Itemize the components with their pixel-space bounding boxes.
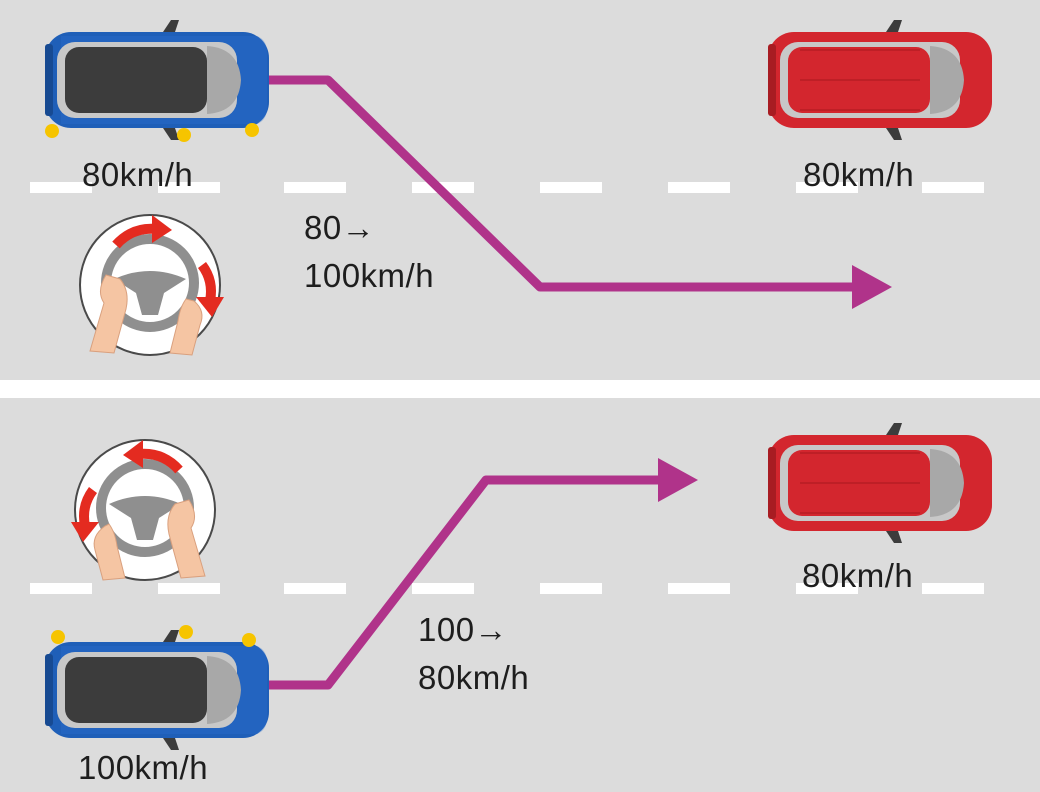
bottom-other-car	[767, 422, 993, 544]
indicator-light-icon	[242, 633, 256, 647]
bottom-other-car-speed: 80km/h	[802, 557, 914, 594]
bottom-speed-from: 100→	[418, 611, 509, 648]
indicator-light-icon	[177, 128, 191, 142]
steering-wheel-turn-right-icon	[80, 215, 224, 355]
bottom-speed-change: 100→ 80km/h	[418, 606, 529, 702]
top-speed-change: 80→ 100km/h	[304, 204, 434, 300]
bottom-own-car-speed: 100km/h	[78, 749, 209, 786]
bottom-speed-to: 80km/h	[418, 659, 530, 696]
bottom-path-arrow	[268, 458, 698, 690]
indicator-light-icon	[51, 630, 65, 644]
indicator-light-icon	[179, 625, 193, 639]
top-speed-to: 100km/h	[304, 257, 435, 294]
top-other-car	[767, 19, 993, 141]
scene-separator	[0, 380, 1040, 398]
bottom-lane-dashes	[30, 583, 984, 594]
top-own-car	[45, 20, 269, 142]
indicator-light-icon	[45, 124, 59, 138]
top-path-arrow	[268, 75, 892, 309]
bottom-own-car	[45, 625, 269, 750]
top-speed-from: 80→	[304, 209, 376, 246]
indicator-light-icon	[245, 123, 259, 137]
top-own-car-speed: 80km/h	[82, 156, 194, 193]
steering-wheel-turn-left-icon	[71, 440, 215, 580]
top-other-car-speed: 80km/h	[803, 156, 915, 193]
